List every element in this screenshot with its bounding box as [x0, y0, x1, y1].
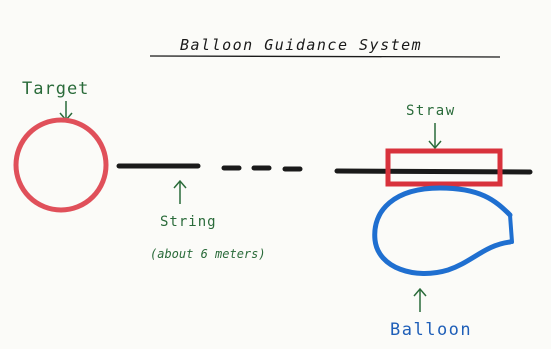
- title-underline: [149, 55, 501, 58]
- straw-arrow-icon: [428, 123, 442, 150]
- balloon-label: Balloon: [390, 320, 472, 340]
- balloon-shape: [372, 185, 513, 276]
- diagram-title: Balloon Guidance System: [180, 36, 422, 54]
- string-label: String: [160, 214, 217, 230]
- string-note: (about 6 meters): [150, 247, 266, 261]
- target-arrow-icon: [59, 101, 73, 122]
- balloon-neck: [508, 213, 514, 244]
- target-label: Target: [22, 79, 89, 99]
- string-arrow-icon: [173, 179, 187, 204]
- straw-rect: [385, 148, 503, 187]
- straw-label: Straw: [406, 103, 456, 119]
- balloon-arrow-icon: [413, 287, 427, 312]
- target-circle: [13, 117, 109, 213]
- string-line: [116, 163, 533, 175]
